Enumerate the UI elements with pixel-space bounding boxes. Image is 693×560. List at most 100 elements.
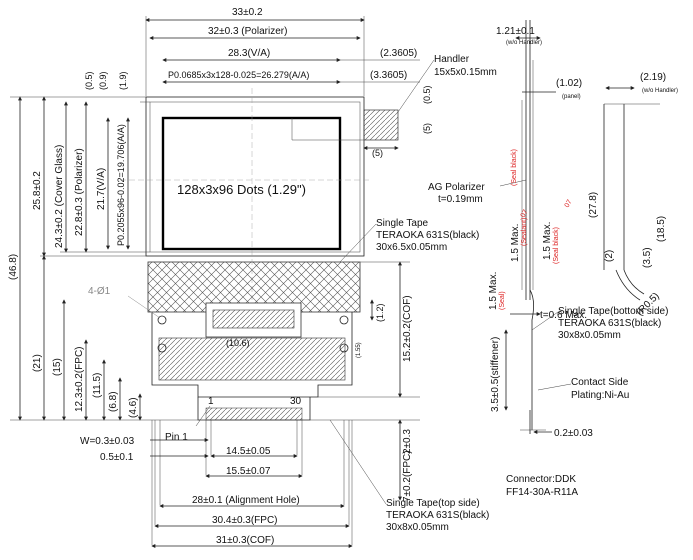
dim-1-5-max-c: 1.5 Max.: [488, 272, 499, 310]
dim-2-19: (2.19): [640, 72, 666, 83]
label-pin-number-1: 1: [208, 396, 214, 407]
dim-pin-width: W=0.3±0.03: [80, 436, 135, 447]
tape3-title: Single Tape(top side): [386, 498, 480, 509]
dim-24-3-cover-glass: 24.3±0.2 (Cover Glass): [54, 145, 65, 248]
dim-5-vertical: (5): [422, 123, 432, 134]
active-area: [161, 116, 342, 251]
dim-6-8: (6.8): [108, 391, 119, 412]
label-pin1: Pin 1: [165, 432, 188, 443]
contact-side-label: Contact Side: [571, 377, 629, 388]
dim-25-8: 25.8±0.2: [32, 171, 43, 210]
dim-aa-height: P0.2055x96-0.02=19.706(A/A): [116, 124, 126, 246]
connector-label: Connector:DDK: [506, 474, 576, 485]
dim-5-horizontal: (5): [372, 148, 383, 158]
center-right-dimensions: 15.2±0.2(COF) (1.2) (1.55) (10.6) 4-Ø1 2…: [88, 261, 420, 502]
stiffener-area: [158, 337, 346, 381]
dim-10-6: (10.6): [226, 338, 250, 348]
dim-aa-width: P0.0685x3x128-0.025=26.279(A/A): [168, 70, 309, 80]
polarizer-outline: [149, 101, 361, 253]
dim-2: (2): [604, 250, 615, 262]
dim-4-holes: 4-Ø1: [88, 286, 111, 297]
alignment-hole: [157, 315, 167, 325]
dim-1-21-note: (w/o Handler): [506, 40, 542, 46]
revision-mark-b: 07: [564, 199, 574, 209]
dim-va-width: 28.3(V/A): [228, 48, 270, 59]
dim-1-2: (1.2): [375, 303, 385, 322]
dim-3-5: (3.5): [642, 247, 653, 268]
tape3-material: TERAOKA 631S(black): [386, 510, 489, 521]
dim-0-6-max: t=0.6 Max.: [540, 310, 587, 321]
dim-4-6: (4.6): [128, 397, 139, 418]
bottom-dimensions: W=0.3±0.03 0.5±0.1 14.5±0.05 15.5±0.07 2…: [80, 396, 353, 548]
tape2-material: TERAOKA 631S(black): [558, 318, 661, 329]
cof-outline: [151, 312, 353, 398]
dim-1-21-thickness: 1.21±0.1: [496, 26, 535, 37]
dim-30-4-fpc: 30.4±0.3(FPC): [212, 515, 278, 526]
dim-28-alignment-hole: 28±0.1 (Alignment Hole): [192, 495, 300, 506]
dim-stiffener: 3.5±0.5(stiffener): [490, 337, 501, 412]
tape3-size: 30x8x0.05mm: [386, 522, 449, 533]
dim-27-8: (27.8): [588, 192, 599, 218]
contact-pads: [205, 407, 303, 421]
top-dimensions: 33±0.2 32±0.3 (Polarizer) 28.3(V/A) (2.3…: [84, 7, 432, 158]
dim-polarizer-width: 32±0.3 (Polarizer): [208, 26, 287, 37]
dim-22-8-polarizer: 22.8±0.3 (Polarizer): [74, 148, 85, 236]
revision-mark-a: 07: [520, 209, 530, 219]
tape1-material: TERAOKA 631S(black): [376, 230, 479, 241]
resolution-label: 128x3x96 Dots (1.29"): [177, 182, 306, 197]
dim-11-5: (11.5): [92, 373, 103, 398]
ag-polarizer-label: AG Polarizer: [428, 182, 485, 193]
tape1-title: Single Tape: [376, 218, 429, 229]
alignment-hole: [157, 343, 167, 353]
front-view: [120, 88, 399, 421]
dim-31-cof: 31±0.3(COF): [216, 535, 274, 546]
dim-0-2: 0.2±0.03: [554, 428, 593, 439]
dim-1-02-note: (panel): [562, 94, 581, 100]
dim-2-19-note: (w/o Handler): [642, 88, 678, 94]
driver-ic: [212, 309, 295, 329]
ag-polarizer-thickness: t=0.19mm: [438, 194, 483, 205]
plating-label: Plating:Ni-Au: [571, 390, 629, 401]
dim-0-5-a: (0.5): [84, 71, 94, 90]
dim-15-2-cof: 15.2±0.2(COF): [402, 295, 413, 362]
handler-dim-guide: [291, 118, 364, 141]
tape2-size: 30x8x0.05mm: [558, 330, 621, 341]
dim-2-3605: (2.3605): [380, 48, 417, 59]
handler-label: Handler: [434, 54, 470, 65]
dim-12-3-fpc: 12.3±0.2(FPC): [74, 346, 85, 412]
dim-1-5-max-b: 1.5 Max.: [542, 222, 553, 260]
connector-part: FF14-30A-R11A: [506, 487, 578, 498]
dim-18-5: (18.5): [656, 216, 667, 242]
annotations: Handler 15x5x0.15mm Single Tape TERAOKA …: [329, 54, 668, 533]
dim-0-5-b: (0.5): [422, 85, 432, 104]
dim-21-7-va: 21.7(V/A): [96, 168, 107, 210]
cover-glass-outline: [145, 96, 365, 257]
dim-0-9: (0.9): [98, 71, 108, 90]
tape2-title: Single Tape(bottom side): [558, 306, 668, 317]
left-dimensions: (46.8) 25.8±0.2 24.3±0.2 (Cover Glass) 2…: [8, 96, 200, 421]
dim-1-9: (1.9): [118, 71, 128, 90]
sealant-note-d: (Seal black): [511, 149, 518, 186]
dim-15: (15): [52, 358, 63, 376]
label-pin-number-30: 30: [290, 396, 302, 407]
handler-tab: [363, 109, 399, 141]
dim-overall-width: 33±0.2: [232, 7, 263, 18]
dim-pin-0-5: 0.5±0.1: [100, 452, 134, 463]
dim-7-fpc: 7±0.2(FPC): [402, 450, 413, 502]
dim-1-55: (1.55): [356, 342, 362, 358]
handler-size: 15x5x0.15mm: [434, 67, 497, 78]
alignment-hole: [339, 315, 349, 325]
dim-2-fpc: 2±0.3: [402, 429, 413, 454]
alignment-hole: [339, 343, 349, 353]
dim-15-5: 15.5±0.07: [226, 466, 271, 477]
dim-14-5: 14.5±0.05: [226, 446, 271, 457]
side-view: 1.21±0.1 (w/o Handler) (1.02) (panel) 1.…: [488, 20, 593, 439]
sealant-note-b: (Seal black): [553, 227, 560, 264]
dim-3-3605: (3.3605): [370, 70, 407, 81]
profile-view: (2.19) (w/o Handler) (27.8) (18.5) (3.5)…: [588, 72, 678, 318]
dim-1-5-max-a: 1.5 Max.: [510, 224, 521, 262]
sealant-note-a: (Sealant): [521, 218, 528, 246]
tape1-size: 30x6.5x0.05mm: [376, 242, 447, 253]
